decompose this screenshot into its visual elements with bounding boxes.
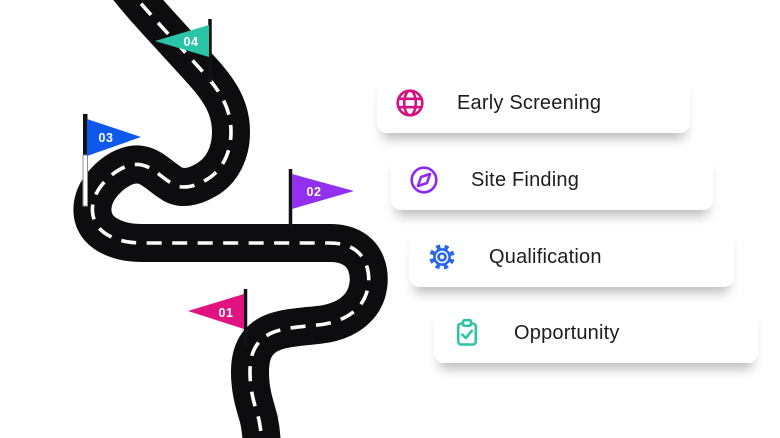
step-card-qualification: Qualification xyxy=(409,227,734,287)
milestone-flag-04: 04 xyxy=(155,19,212,82)
flag-pole xyxy=(83,114,88,156)
milestone-flag-03: 03 xyxy=(82,114,141,207)
flag-pole-lower xyxy=(82,154,88,207)
flag-shape xyxy=(87,119,141,156)
step-label: Site Finding xyxy=(471,168,580,191)
step-label: Early Screening xyxy=(457,91,602,114)
flag-number: 04 xyxy=(184,35,199,49)
flag-shape xyxy=(188,294,244,329)
milestone-flag-02: 02 xyxy=(288,169,354,230)
flag-shape xyxy=(292,174,354,209)
flag-number: 03 xyxy=(99,131,114,145)
step-card-site-finding: Site Finding xyxy=(391,150,713,210)
milestone-flag-01: 01 xyxy=(188,289,248,347)
gear-icon xyxy=(425,240,459,274)
clipboard-check-icon xyxy=(450,316,484,350)
step-label: Qualification xyxy=(489,245,602,268)
step-label: Opportunity xyxy=(514,321,620,344)
compass-icon xyxy=(407,163,441,197)
flag-number: 01 xyxy=(219,306,234,320)
flag-number: 02 xyxy=(307,185,322,199)
globe-icon xyxy=(393,86,427,120)
step-card-early-screening: Early Screening xyxy=(377,73,690,133)
road-centerline xyxy=(90,0,371,438)
step-card-opportunity: Opportunity xyxy=(434,303,758,363)
road-path xyxy=(73,0,388,438)
flag-shape xyxy=(155,25,209,57)
